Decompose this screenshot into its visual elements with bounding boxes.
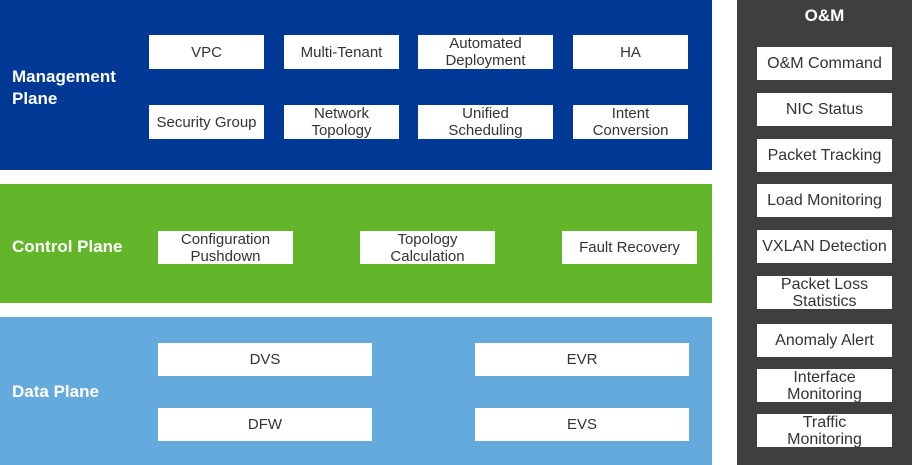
mgmt-item-automated-deployment: Automated Deployment [418,35,553,69]
control-plane-title: Control Plane [12,237,123,256]
ctrl-item-fault-recovery: Fault Recovery [562,231,697,264]
management-plane-title: Management Plane [12,67,116,108]
management-plane: Management Plane VPC Multi-Tenant Automa… [0,0,712,170]
om-item-anomaly-alert: Anomaly Alert [757,324,892,357]
data-item-evs: EVS [475,408,689,441]
data-item-dvs: DVS [158,343,372,376]
ctrl-item-topology-calculation: Topology Calculation [360,231,495,265]
om-item-interface-monitoring: Interface Monitoring [757,369,892,403]
mgmt-item-intent-conversion: Intent Conversion [573,105,688,139]
om-item-traffic-monitoring: Traffic Monitoring [757,414,892,448]
om-item-packet-loss-statistics: Packet Loss Statistics [757,276,892,310]
om-item-command: O&M Command [757,47,892,80]
data-item-dfw: DFW [158,408,372,441]
ctrl-item-configuration-pushdown: Configuration Pushdown [158,231,293,265]
om-item-vxlan-detection: VXLAN Detection [757,230,892,263]
mgmt-item-multi-tenant: Multi-Tenant [284,35,399,69]
data-plane: Data Plane DVS EVR DFW EVS [0,317,712,465]
mgmt-item-network-topology: Network Topology [284,105,399,139]
mgmt-item-security-group: Security Group [149,105,264,139]
mgmt-item-vpc: VPC [149,35,264,69]
mgmt-item-ha: HA [573,35,688,69]
om-item-nic-status: NIC Status [757,93,892,126]
om-panel: O&M O&M Command NIC Status Packet Tracki… [737,0,912,465]
control-plane: Control Plane Configuration Pushdown Top… [0,184,712,303]
mgmt-item-unified-scheduling: Unified Scheduling [418,105,553,139]
om-item-load-monitoring: Load Monitoring [757,184,892,217]
om-item-packet-tracking: Packet Tracking [757,139,892,172]
data-item-evr: EVR [475,343,689,376]
data-plane-title: Data Plane [12,382,99,401]
om-title: O&M [804,6,845,25]
